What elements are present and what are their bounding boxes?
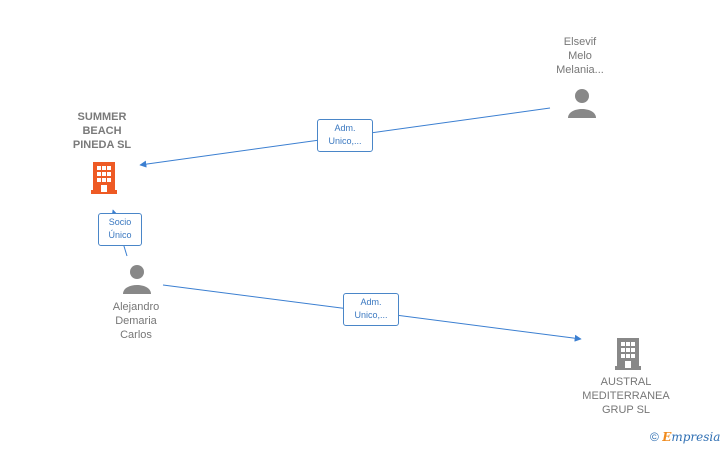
brand-name: mpresia bbox=[671, 430, 721, 444]
brand-watermark: © Empresia bbox=[650, 430, 720, 444]
brand-initial: E bbox=[662, 430, 672, 444]
person-icon[interactable] bbox=[121, 264, 153, 294]
person-icon[interactable] bbox=[566, 88, 598, 118]
node-label-elsevif[interactable]: Elsevif Melo Melania... bbox=[556, 36, 604, 76]
building-icon[interactable] bbox=[613, 336, 643, 370]
edge-label-alejandro-summer[interactable]: Socio Único bbox=[98, 213, 142, 246]
node-label-alejandro[interactable]: Alejandro Demaria Carlos bbox=[112, 301, 160, 341]
copyright-symbol: © bbox=[650, 430, 659, 444]
building-icon[interactable] bbox=[89, 160, 119, 194]
node-label-summer-beach[interactable]: SUMMER BEACH PINEDA SL bbox=[72, 111, 132, 151]
edge-label-elsevif-summer[interactable]: Adm. Unico,... bbox=[317, 119, 373, 152]
edge-label-alejandro-austral[interactable]: Adm. Unico,... bbox=[343, 293, 399, 326]
node-label-austral[interactable]: AUSTRAL MEDITERRANEA GRUP SL bbox=[582, 376, 670, 416]
